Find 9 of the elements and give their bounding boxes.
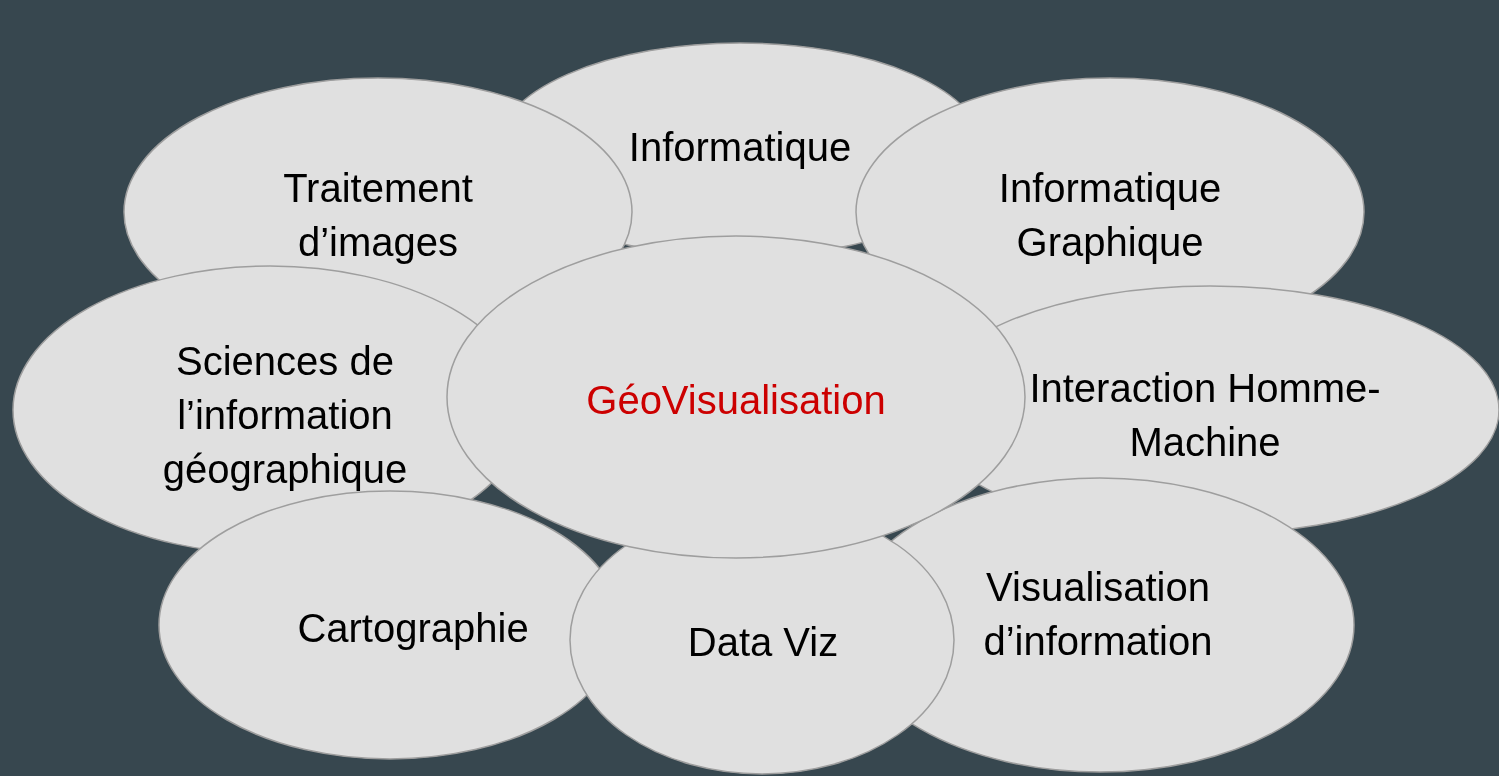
topic-label: Traitement d’images — [282, 165, 474, 266]
topic-label: Data Viz — [686, 619, 840, 666]
topic-label: GéoVisualisation — [585, 377, 887, 424]
topic-label: Informatique — [627, 124, 853, 171]
topic-label: Informatique Graphique — [997, 165, 1223, 266]
topic-label: Interaction Homme-Machine — [1028, 365, 1382, 466]
topic-label: Cartographie — [296, 605, 530, 652]
topic-label: Visualisation d’information — [982, 564, 1214, 665]
topic-label: Sciences de l’information géographique — [161, 338, 409, 493]
